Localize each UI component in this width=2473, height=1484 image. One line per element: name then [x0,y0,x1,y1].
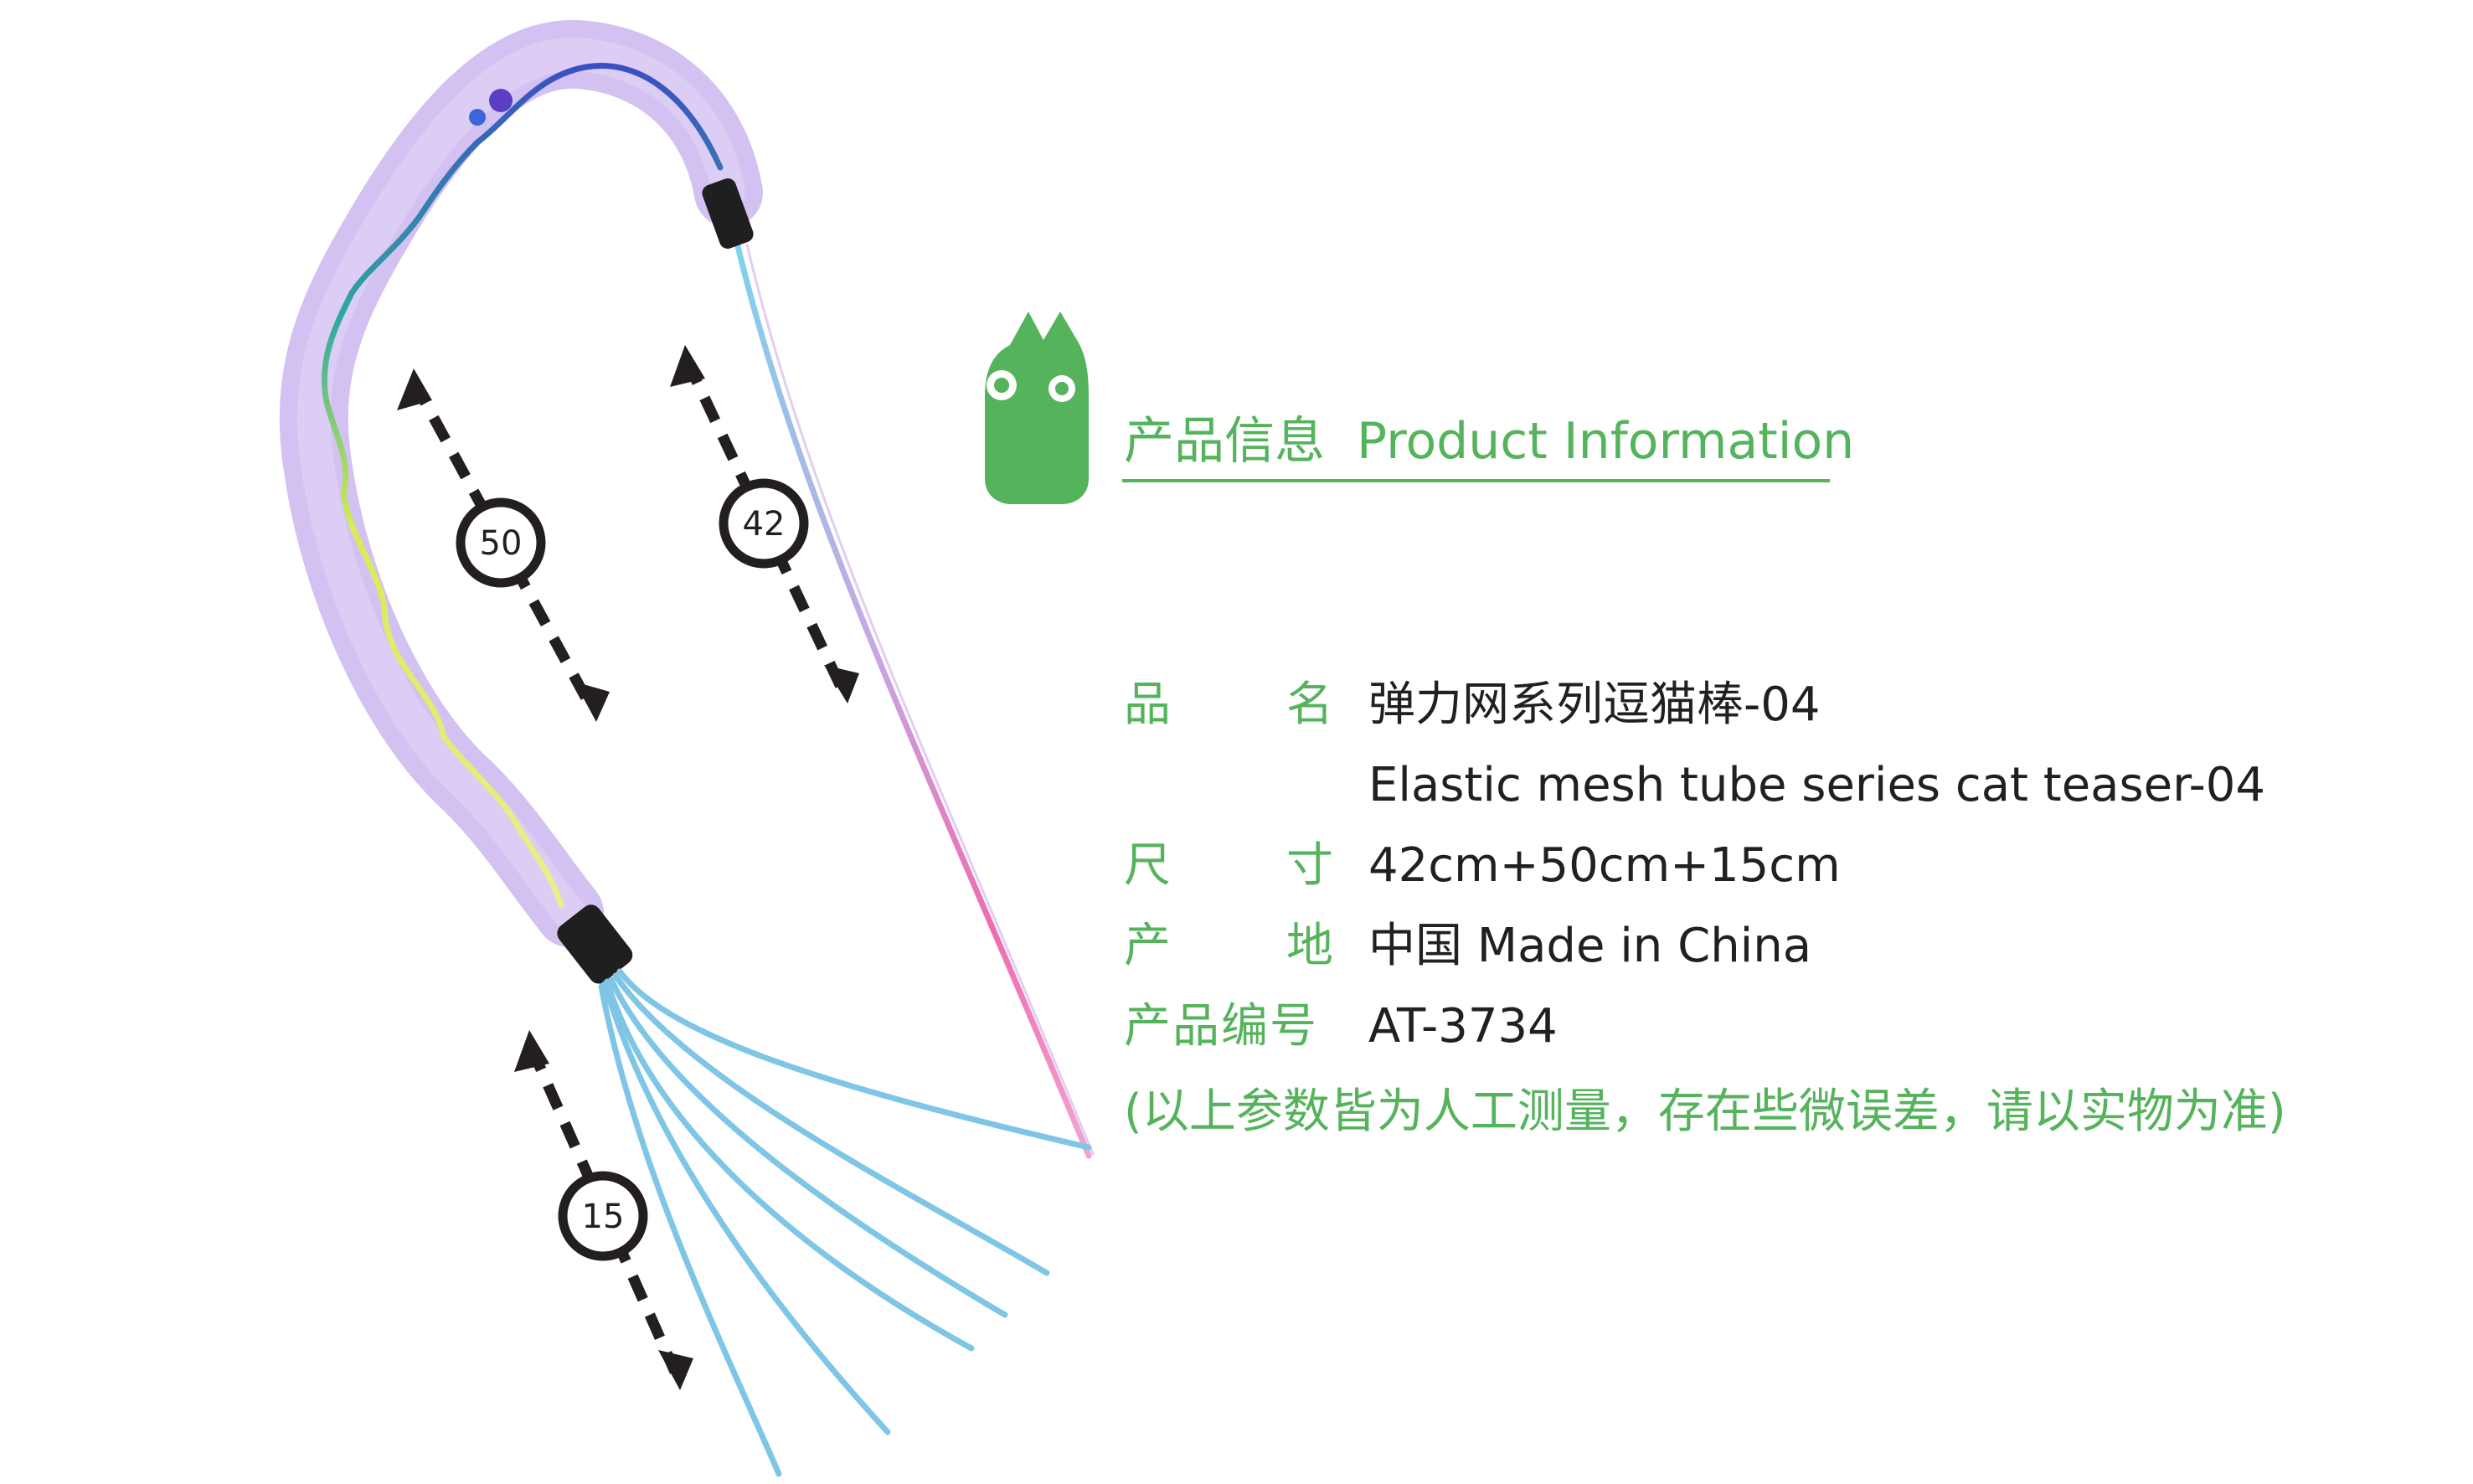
heading-en: Product Information [1357,412,1855,471]
spring-wire [321,63,724,908]
heading-zh: 产品信息 [1124,412,1325,471]
dimension-label-42: 42 [743,505,786,544]
size-value: 42cm+50cm+15cm [1368,838,1841,893]
product-name-label: 品名 [1124,678,1333,732]
origin-label: 产地 [1124,919,1333,973]
dimension-arrow-42 [670,345,859,703]
wand-wire [734,240,1092,1159]
dimension-arrow-50 [397,368,610,722]
product-code-label: 产品编号 [1124,999,1318,1054]
bottom-cap [557,904,633,984]
origin-value: 中国 Made in China [1368,919,1812,973]
product-illustration: 50 42 15 [279,19,1095,1477]
product-name-en: Elastic mesh tube series cat teaser-04 [1368,758,2266,812]
brand-logo-icon [985,312,1089,504]
size-label: 尺寸 [1124,838,1333,893]
dimension-arrow-15 [514,1030,693,1390]
dimension-label-50: 50 [480,524,523,563]
top-cap [702,178,754,249]
product-code-value: AT-3734 [1368,999,1558,1054]
tassels [598,968,1092,1477]
product-name-zh: 弹力网系列逗猫棒-04 [1368,678,1821,732]
mesh-tube [279,19,763,947]
section-heading: 产品信息 Product Information [1124,400,1854,473]
measurement-note: (以上参数皆为人工测量，存在些微误差，请以实物为准) [1124,1085,2286,1139]
heading-underline [1122,479,1830,482]
dimension-label-15: 15 [582,1198,625,1236]
